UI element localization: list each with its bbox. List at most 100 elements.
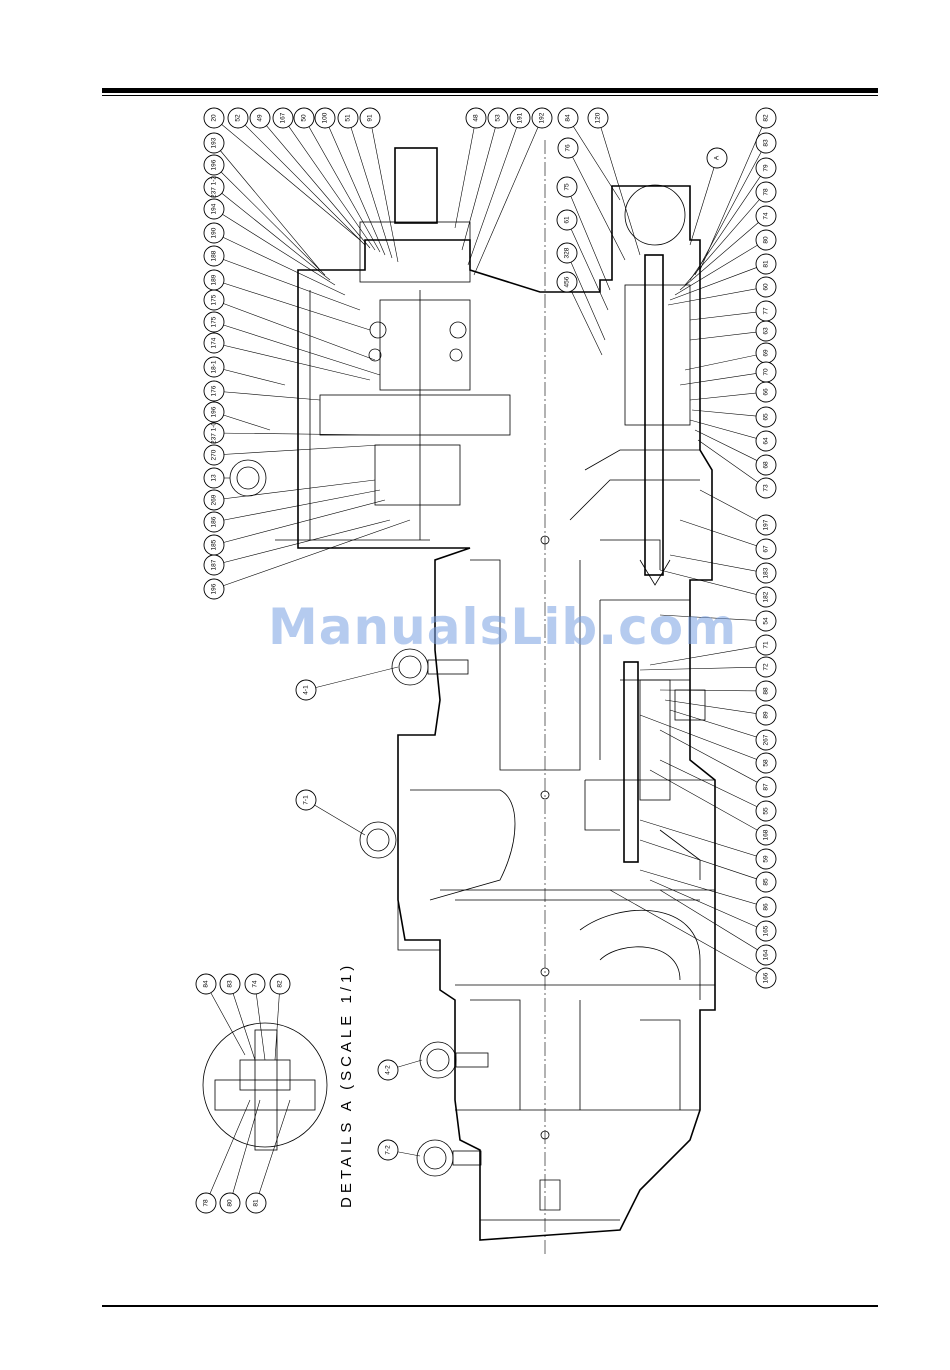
callout-label: 168 xyxy=(763,829,770,840)
callout-leader xyxy=(213,117,361,241)
callout-bubble: 76 xyxy=(557,137,579,159)
cylinder xyxy=(624,284,691,426)
callout-leader xyxy=(461,117,499,251)
callout-bubble: 165 xyxy=(755,920,777,942)
callout-label: 164 xyxy=(763,949,770,960)
callout-bubble: 72 xyxy=(755,656,777,678)
callout-bubble: 182 xyxy=(755,586,777,608)
callout-label: 20 xyxy=(211,114,218,122)
callout-label: 81 xyxy=(253,1199,260,1207)
callout-bubble: 78 xyxy=(755,181,777,203)
callout-leader xyxy=(649,769,767,836)
callout-leader xyxy=(694,429,767,466)
callout-leader xyxy=(305,799,366,836)
callout-bubble: 51 xyxy=(337,107,359,129)
callout-leader xyxy=(205,1099,251,1204)
callout-bubble: 196 xyxy=(203,401,225,423)
callout-leader xyxy=(567,147,626,261)
callout-label: 4-2 xyxy=(385,1065,392,1075)
callout-leader xyxy=(369,117,399,263)
details-caption: DETAILS A (SCALE 1/1) xyxy=(338,961,355,1208)
callout-label: 269 xyxy=(211,494,218,505)
callout-leader xyxy=(659,614,767,622)
callout-label: 69 xyxy=(763,349,770,357)
callout-bubble: 91 xyxy=(359,107,381,129)
bearing-ball xyxy=(368,348,382,362)
callout-label: 13 xyxy=(211,474,218,482)
callout-leader xyxy=(667,286,767,306)
callout-label: 75 xyxy=(564,183,571,191)
callout-leader xyxy=(609,889,767,979)
callout-label: 176 xyxy=(211,385,218,396)
callout-label: 64 xyxy=(763,437,770,445)
callout-bubble: 84 xyxy=(195,973,217,995)
callout-bubble: 186 xyxy=(203,511,225,533)
callout-bubble: 183 xyxy=(755,562,777,584)
footer-rule xyxy=(102,1305,878,1307)
lower-flanges xyxy=(455,984,715,1111)
callout-leader xyxy=(639,666,767,671)
callout-leader xyxy=(566,219,609,311)
callout-bubble: 196 xyxy=(203,578,225,600)
callout-leader xyxy=(566,252,606,341)
callout-leader xyxy=(659,689,767,692)
callout-bubble: 65 xyxy=(755,406,777,428)
callout-label: 191 xyxy=(517,112,524,123)
callout-bubble: 60 xyxy=(755,276,777,298)
callout-bubble: 189 xyxy=(203,269,225,291)
callout-label: 190 xyxy=(211,227,218,238)
callout-label: 86 xyxy=(763,903,770,911)
callout-bubble: 168 xyxy=(755,824,777,846)
lower-bearing xyxy=(374,444,461,506)
callout-leader xyxy=(697,439,767,489)
callout-bubble: 20 xyxy=(203,107,225,129)
callout-label: 267 xyxy=(763,734,770,745)
callout-leader xyxy=(679,519,767,550)
callout-leader xyxy=(664,699,767,716)
callout-leader xyxy=(684,191,767,286)
callout-bubble: 187 xyxy=(203,554,225,576)
bearing-ball xyxy=(449,348,463,362)
callout-bubble: 66 xyxy=(755,381,777,403)
callout-bubble: 175 xyxy=(203,311,225,333)
dowel-hole xyxy=(540,1130,550,1140)
callout-bubble: 84 xyxy=(557,107,579,129)
callout-bubble: 75 xyxy=(556,176,578,198)
callout-leader xyxy=(684,352,767,371)
callout-label: 82 xyxy=(277,980,284,988)
callout-label: 78 xyxy=(763,188,770,196)
callout-leader xyxy=(669,554,767,574)
callout-label: 175 xyxy=(211,294,218,305)
callout-label: 66 xyxy=(763,388,770,396)
callout-bubble: 83 xyxy=(755,132,777,154)
callout-bubble: 270 xyxy=(203,444,225,466)
callout-label: 174 xyxy=(211,337,218,348)
callout-label: 81 xyxy=(763,260,770,268)
callout-label: 55 xyxy=(763,807,770,815)
callout-leader xyxy=(213,164,326,276)
valve-stem xyxy=(623,661,639,863)
callout-label: 79 xyxy=(763,164,770,172)
lifting-eye-4-1 xyxy=(391,648,469,686)
callout-leader xyxy=(213,366,286,386)
callout-bubble: 89 xyxy=(755,704,777,726)
callout-label: 72 xyxy=(763,663,770,671)
callout-leader xyxy=(213,489,381,523)
inner-walls xyxy=(309,290,581,771)
callout-bubble: 50 xyxy=(293,107,315,129)
callout-leader xyxy=(274,983,281,1061)
watermark: ManualsLib.com xyxy=(268,598,738,656)
callout-label: 60 xyxy=(763,283,770,291)
callout-leader xyxy=(303,117,381,253)
callout-label: 70 xyxy=(763,368,770,376)
callout-leader xyxy=(213,519,411,590)
callout-bubble: 194 xyxy=(203,198,225,220)
callout-label: 76 xyxy=(565,144,572,152)
callout-bubble: 71 xyxy=(755,634,777,656)
callout-bubble: 237 1-2 xyxy=(203,176,225,198)
callout-bubble: 192 xyxy=(531,107,553,129)
callout-leader xyxy=(213,321,381,376)
callout-label: 7-1 xyxy=(303,795,310,805)
